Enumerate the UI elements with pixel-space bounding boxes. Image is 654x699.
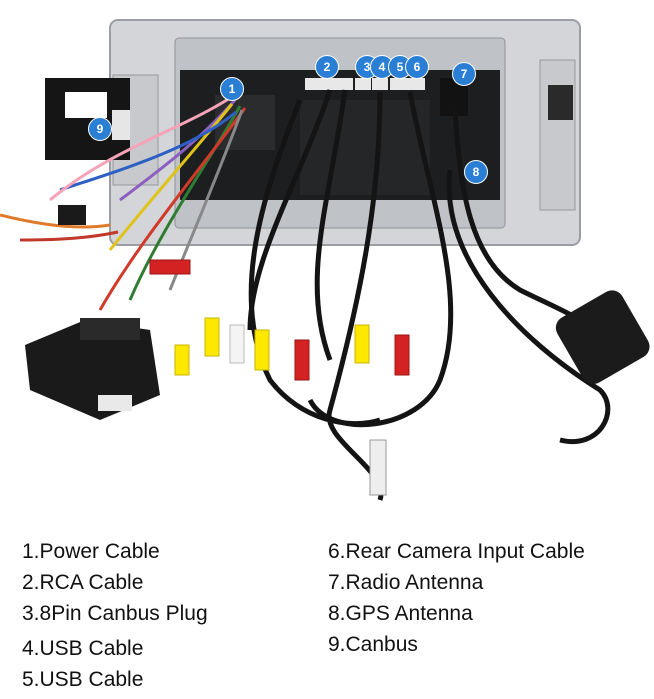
callout-badge-1: 1 bbox=[220, 77, 244, 101]
callout-badge-6: 6 bbox=[405, 55, 429, 79]
callout-badge-7: 7 bbox=[452, 62, 476, 86]
rca-plugs bbox=[149, 259, 410, 381]
legend-item-power-cable: 1.Power Cable bbox=[22, 540, 160, 563]
legend-item-rear-camera-cable: 6.Rear Camera Input Cable bbox=[328, 540, 585, 563]
legend-item-usb-cable-5: 5.USB Cable bbox=[22, 668, 144, 691]
cable-legend: 1.Power Cable 2.RCA Cable 3.8Pin Canbus … bbox=[0, 530, 654, 699]
callout-badge-9: 9 bbox=[88, 117, 112, 141]
gps-antenna bbox=[555, 290, 650, 385]
legend-item-canbus: 9.Canbus bbox=[328, 633, 418, 656]
legend-item-gps-antenna: 8.GPS Antenna bbox=[328, 602, 473, 625]
harness-plug bbox=[25, 318, 160, 420]
audio-jack bbox=[369, 439, 387, 496]
callout-badge-2: 2 bbox=[315, 55, 339, 79]
wire-bundle bbox=[0, 96, 247, 311]
legend-item-usb-cable-4: 4.USB Cable bbox=[22, 637, 144, 660]
legend-item-rca-cable: 2.RCA Cable bbox=[22, 571, 144, 594]
callout-badge-8: 8 bbox=[464, 160, 488, 184]
legend-item-radio-antenna: 7.Radio Antenna bbox=[328, 571, 484, 594]
legend-item-canbus-plug: 3.8Pin Canbus Plug bbox=[22, 602, 208, 625]
wiring-harness-photo: 1 2 3 4 5 6 7 8 9 bbox=[0, 19, 650, 501]
